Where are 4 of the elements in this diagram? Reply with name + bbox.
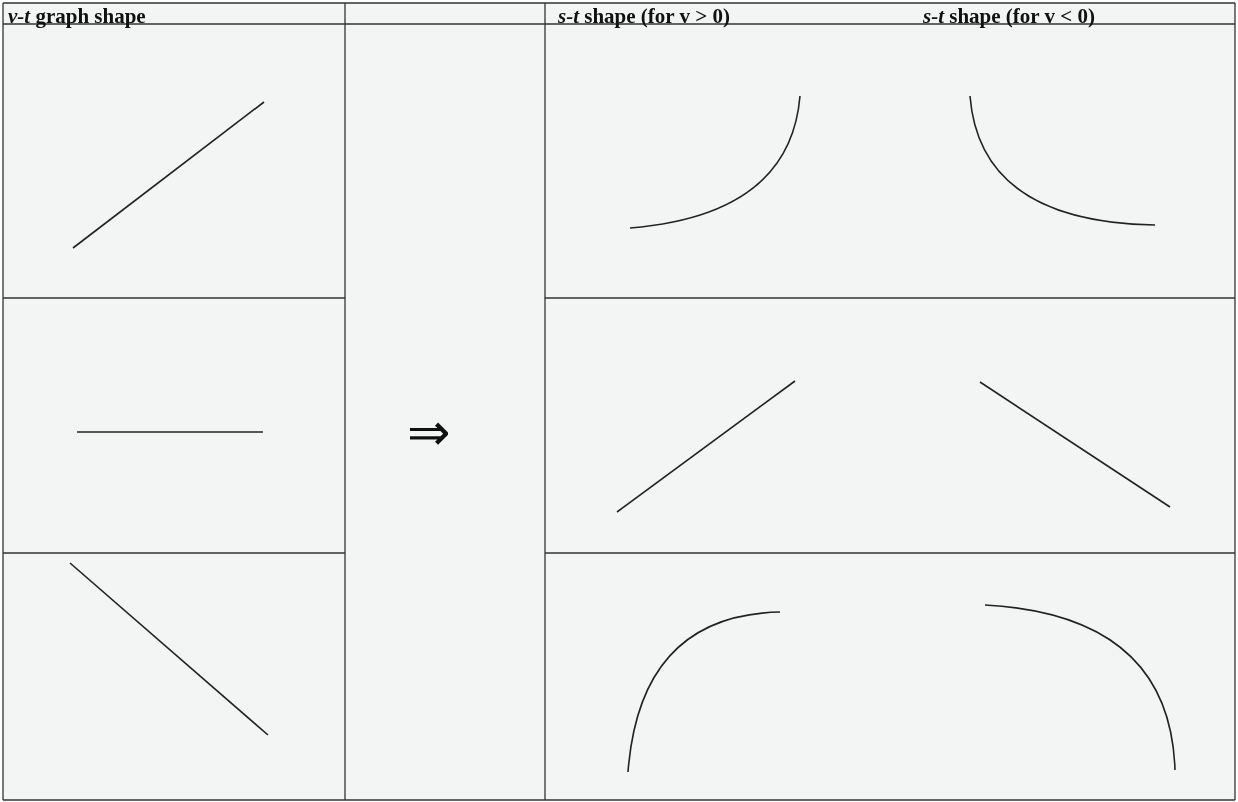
implies-symbol: ⇒	[407, 407, 451, 459]
column-header: v-t graph shape	[8, 6, 146, 27]
column-header: s-t shape (for v < 0)	[923, 6, 1095, 27]
column-header: s-t shape (for v > 0)	[558, 6, 730, 27]
